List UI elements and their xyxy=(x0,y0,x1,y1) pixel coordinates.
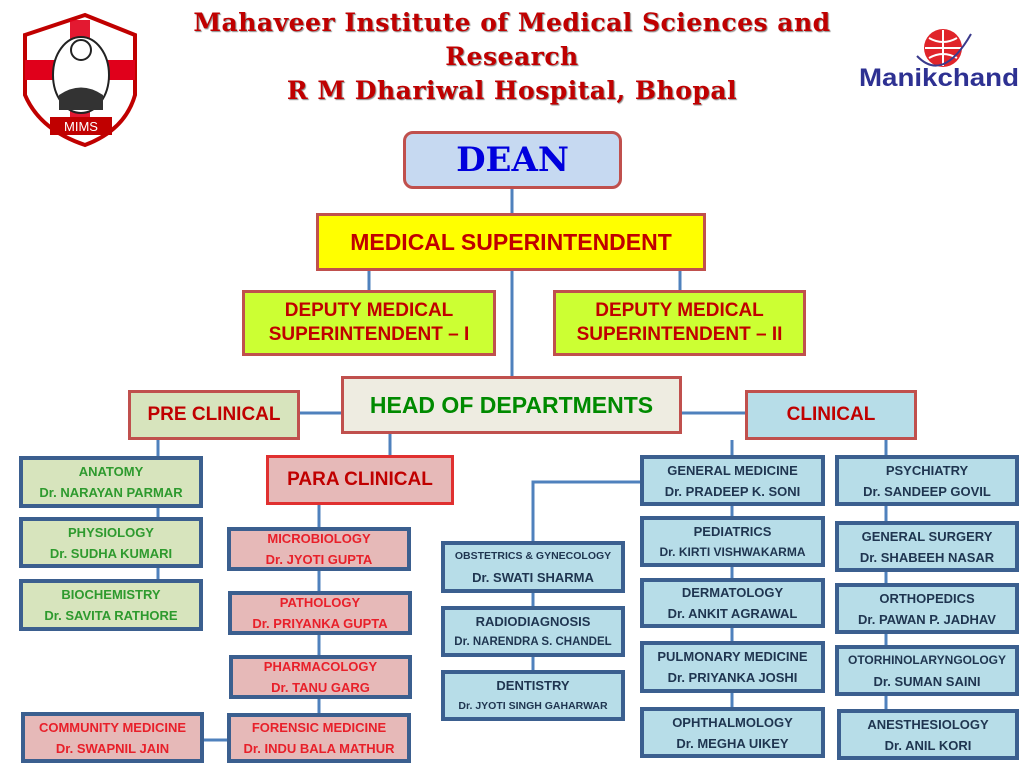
dept-head: Dr. SWAPNIL JAIN xyxy=(55,740,170,756)
dept-title: COMMUNITY MEDICINE xyxy=(38,719,187,735)
dept-head: Dr. MEGHA UIKEY xyxy=(676,735,789,751)
dept-forensic-medicine: FORENSIC MEDICINE Dr. INDU BALA MATHUR xyxy=(227,713,411,763)
dms2-line-2: SUPERINTENDENT – II xyxy=(576,324,783,345)
dept-head: Dr. ANIL KORI xyxy=(884,737,972,753)
svg-text:Manikchand: Manikchand xyxy=(859,64,1019,92)
dept-general-surgery: GENERAL SURGERY Dr. SHABEEH NASAR xyxy=(835,521,1019,572)
dept-title: OTORHINOLARYNGOLOGY xyxy=(847,652,1006,667)
medical-superintendent-box: MEDICAL SUPERINTENDENT xyxy=(316,213,706,271)
dept-title: PEDIATRICS xyxy=(693,523,772,539)
dept-pathology: PATHOLOGY Dr. PRIYANKA GUPTA xyxy=(228,591,412,635)
dept-head: Dr. INDU BALA MATHUR xyxy=(243,741,395,756)
dept-anatomy: ANATOMY Dr. NARAYAN PARMAR xyxy=(19,456,203,508)
dept-dermatology: DERMATOLOGY Dr. ANKIT AGRAWAL xyxy=(640,578,825,628)
dept-head: Dr. PRADEEP K. SONI xyxy=(664,483,801,499)
dept-radiodiagnosis: RADIODIAGNOSIS Dr. NARENDRA S. CHANDEL xyxy=(441,606,625,657)
manikchand-logo: Manikchand xyxy=(859,29,1019,92)
dept-head: Dr. JYOTI SINGH GAHARWAR xyxy=(458,699,608,712)
dept-head: Dr. SHABEEH NASAR xyxy=(859,549,995,565)
mims-logo: MIMS xyxy=(23,12,137,148)
head-of-departments-box: HEAD OF DEPARTMENTS xyxy=(341,376,682,434)
dept-title: FORENSIC MEDICINE xyxy=(251,720,387,735)
dept-anesthesiology: ANESTHESIOLOGY Dr. ANIL KORI xyxy=(837,709,1019,760)
dept-title: PULMONARY MEDICINE xyxy=(657,649,808,664)
dept-obstetrics-gynecology: OBSTETRICS & GYNECOLOGY Dr. SWATI SHARMA xyxy=(441,541,625,593)
dms1-line-1: DEPUTY MEDICAL xyxy=(284,300,454,321)
hod-label: HEAD OF DEPARTMENTS xyxy=(369,391,654,418)
dept-dentistry: DENTISTRY Dr. JYOTI SINGH GAHARWAR xyxy=(441,670,625,721)
dept-head: Dr. ANKIT AGRAWAL xyxy=(667,606,798,621)
header-line-1: Mahaveer Institute of Medical Sciences a… xyxy=(193,8,831,37)
clinical-box: CLINICAL xyxy=(745,390,917,440)
para-clinical-label: PARA CLINICAL xyxy=(287,469,433,490)
dept-title: PHYSIOLOGY xyxy=(68,524,154,540)
dept-head: Dr. SUMAN SAINI xyxy=(873,673,981,689)
dept-physiology: PHYSIOLOGY Dr. SUDHA KUMARI xyxy=(19,517,203,568)
dept-microbiology: MICROBIOLOGY Dr. JYOTI GUPTA xyxy=(227,527,411,571)
dept-title: GENERAL SURGERY xyxy=(861,528,993,544)
dept-title: BIOCHEMISTRY xyxy=(61,587,161,602)
dept-title: DENTISTRY xyxy=(496,677,570,693)
dept-title: OBSTETRICS & GYNECOLOGY xyxy=(454,550,612,562)
dept-pediatrics: PEDIATRICS Dr. KIRTI VISHWAKARMA xyxy=(640,516,825,567)
dept-title: DERMATOLOGY xyxy=(681,585,784,600)
dept-head: Dr. NARAYAN PARMAR xyxy=(39,485,183,500)
dept-ophthalmology: OPHTHALMOLOGY Dr. MEGHA UIKEY xyxy=(640,707,825,758)
dept-orthopedics: ORTHOPEDICS Dr. PAWAN P. JADHAV xyxy=(835,583,1019,634)
header-line-2: Research xyxy=(445,42,579,71)
dept-pulmonary-medicine: PULMONARY MEDICINE Dr. PRIYANKA JOSHI xyxy=(640,641,825,693)
dept-otorhinolaryngology: OTORHINOLARYNGOLOGY Dr. SUMAN SAINI xyxy=(835,645,1019,696)
dept-head: Dr. SWATI SHARMA xyxy=(472,570,594,585)
dept-title: RADIODIAGNOSIS xyxy=(475,613,591,629)
dept-head: Dr. PAWAN P. JADHAV xyxy=(858,611,996,627)
dept-title: ORTHOPEDICS xyxy=(879,590,975,606)
dept-general-medicine: GENERAL MEDICINE Dr. PRADEEP K. SONI xyxy=(640,455,825,506)
dept-head: Dr. SANDEEP GOVIL xyxy=(863,483,991,499)
dept-head: Dr. TANU GARG xyxy=(271,680,370,695)
dept-head: Dr. NARENDRA S. CHANDEL xyxy=(454,635,612,648)
dept-head: Dr. SAVITA RATHORE xyxy=(44,608,178,623)
dept-title: GENERAL MEDICINE xyxy=(667,462,798,478)
dms1-line-2: SUPERINTENDENT – I xyxy=(268,324,470,345)
dept-psychiatry: PSYCHIATRY Dr. SANDEEP GOVIL xyxy=(835,455,1019,506)
dean-label: DEAN xyxy=(456,140,569,180)
dept-head: Dr. PRIYANKA JOSHI xyxy=(667,670,798,685)
dept-title: ANESTHESIOLOGY xyxy=(867,716,989,732)
dept-biochemistry: BIOCHEMISTRY Dr. SAVITA RATHORE xyxy=(19,579,203,631)
dept-head: Dr. PRIYANKA GUPTA xyxy=(252,616,388,631)
para-clinical-box: PARA CLINICAL xyxy=(266,455,454,505)
pre-clinical-label: PRE CLINICAL xyxy=(147,404,281,425)
deputy-ms-1-box: DEPUTY MEDICAL SUPERINTENDENT – I xyxy=(242,290,496,356)
deputy-ms-2-box: DEPUTY MEDICAL SUPERINTENDENT – II xyxy=(553,290,806,356)
dept-head: Dr. SUDHA KUMARI xyxy=(49,545,173,561)
header-line-3: R M Dhariwal Hospital, Bhopal xyxy=(286,76,738,105)
dept-head: Dr. JYOTI GUPTA xyxy=(265,552,373,567)
clinical-label: CLINICAL xyxy=(786,404,876,425)
dept-title: OPHTHALMOLOGY xyxy=(672,714,793,730)
dean-box: DEAN xyxy=(403,131,622,189)
dept-title: PSYCHIATRY xyxy=(885,462,969,478)
dms2-line-1: DEPUTY MEDICAL xyxy=(595,300,764,321)
dept-head: Dr. KIRTI VISHWAKARMA xyxy=(659,544,806,559)
dept-title: PHARMACOLOGY xyxy=(263,659,378,674)
dept-pharmacology: PHARMACOLOGY Dr. TANU GARG xyxy=(229,655,412,699)
dept-community-medicine: COMMUNITY MEDICINE Dr. SWAPNIL JAIN xyxy=(21,712,204,763)
svg-text:MIMS: MIMS xyxy=(64,119,98,134)
dept-title: MICROBIOLOGY xyxy=(267,531,371,546)
dept-title: ANATOMY xyxy=(78,464,144,479)
pre-clinical-box: PRE CLINICAL xyxy=(128,390,300,440)
ms-label: MEDICAL SUPERINTENDENT xyxy=(350,228,672,255)
dept-title: PATHOLOGY xyxy=(279,595,361,610)
